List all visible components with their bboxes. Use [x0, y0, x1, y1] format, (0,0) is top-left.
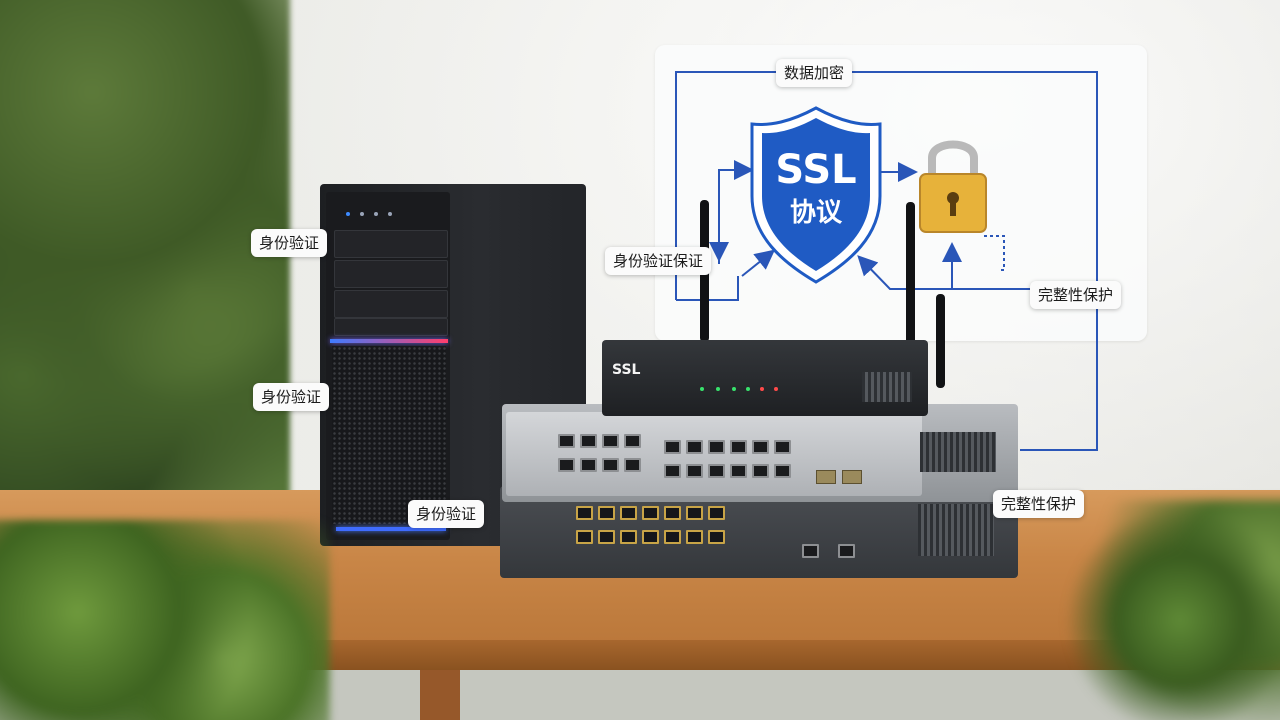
foliage-left: [0, 0, 290, 540]
ethernet-port: [708, 530, 725, 544]
ethernet-port: [686, 464, 703, 478]
ethernet-port: [602, 434, 619, 448]
shield-title: SSL: [775, 147, 857, 193]
ethernet-port: [598, 530, 615, 544]
ethernet-port: [602, 458, 619, 472]
front-port: [374, 212, 378, 216]
ethernet-port: [642, 530, 659, 544]
status-led: [732, 387, 736, 391]
ethernet-port: [730, 464, 747, 478]
ethernet-port: [774, 440, 791, 454]
ethernet-port: [558, 434, 575, 448]
ethernet-port: [774, 464, 791, 478]
ethernet-port: [624, 458, 641, 472]
ethernet-port: [664, 530, 681, 544]
ethernet-port: [580, 434, 597, 448]
ethernet-port: [576, 506, 593, 520]
ethernet-port: [624, 434, 641, 448]
front-port: [360, 212, 364, 216]
ethernet-port: [730, 440, 747, 454]
drive-bay: [334, 318, 448, 336]
label-auth-switch: 身份验证: [408, 500, 485, 528]
ethernet-port: [620, 530, 637, 544]
ethernet-port: [664, 464, 681, 478]
ethernet-port: [802, 544, 819, 558]
ethernet-port: [620, 506, 637, 520]
ethernet-port: [686, 530, 703, 544]
table-leg: [420, 670, 460, 720]
front-port: [388, 212, 392, 216]
label-integrity-switch: 完整性保护: [993, 490, 1085, 518]
sfp-port: [842, 470, 862, 484]
ethernet-port: [664, 506, 681, 520]
power-socket: [838, 544, 855, 558]
status-led: [746, 387, 750, 391]
arrow-icon: [741, 249, 776, 277]
router-antenna: [936, 294, 945, 388]
switch-vent: [920, 432, 996, 472]
ethernet-port: [752, 440, 769, 454]
router-antenna: [906, 202, 915, 344]
label-auth-tower-top: 身份验证: [251, 229, 328, 257]
drive-bay: [334, 290, 448, 318]
status-led: [716, 387, 720, 391]
label-auth-tower-mid: 身份验证: [253, 383, 330, 411]
power-led: [346, 212, 350, 216]
diagram-dashed-line: [984, 235, 1005, 271]
foliage-bottom-right: [1040, 500, 1280, 720]
status-led: [700, 387, 704, 391]
ethernet-port: [708, 464, 725, 478]
rgb-led-strip: [330, 339, 448, 343]
status-led: [774, 387, 778, 391]
arrow-icon: [857, 255, 1030, 290]
status-led: [760, 387, 764, 391]
label-integrity-diagram: 完整性保护: [1030, 281, 1122, 309]
ethernet-port: [708, 440, 725, 454]
router-vent: [862, 372, 912, 402]
shield-subtitle: 协议: [789, 198, 842, 228]
ethernet-port: [558, 458, 575, 472]
ethernet-port: [598, 506, 615, 520]
ethernet-port: [576, 530, 593, 544]
foliage-bottom-left: [0, 520, 330, 720]
shield-icon: [750, 106, 882, 284]
ethernet-port: [580, 458, 597, 472]
diagram-outer-line: [675, 71, 1098, 451]
ethernet-port: [664, 440, 681, 454]
ethernet-port: [708, 506, 725, 520]
ethernet-port: [686, 506, 703, 520]
drive-bay: [334, 260, 448, 288]
label-data-encryption: 数据加密: [776, 59, 853, 87]
arrow-icon: [718, 160, 754, 264]
drive-bay: [334, 230, 448, 258]
sfp-port: [816, 470, 836, 484]
padlock-icon: [919, 140, 987, 233]
ethernet-port: [686, 440, 703, 454]
label-auth-guarantee: 身份验证保证: [605, 247, 712, 275]
rgb-led-bottom: [336, 527, 446, 531]
switch-vent: [918, 504, 994, 556]
diagram-left-box: [676, 276, 739, 301]
ethernet-port: [752, 464, 769, 478]
front-mesh: [332, 346, 446, 524]
router-label: SSL: [612, 362, 641, 378]
ethernet-port: [642, 506, 659, 520]
